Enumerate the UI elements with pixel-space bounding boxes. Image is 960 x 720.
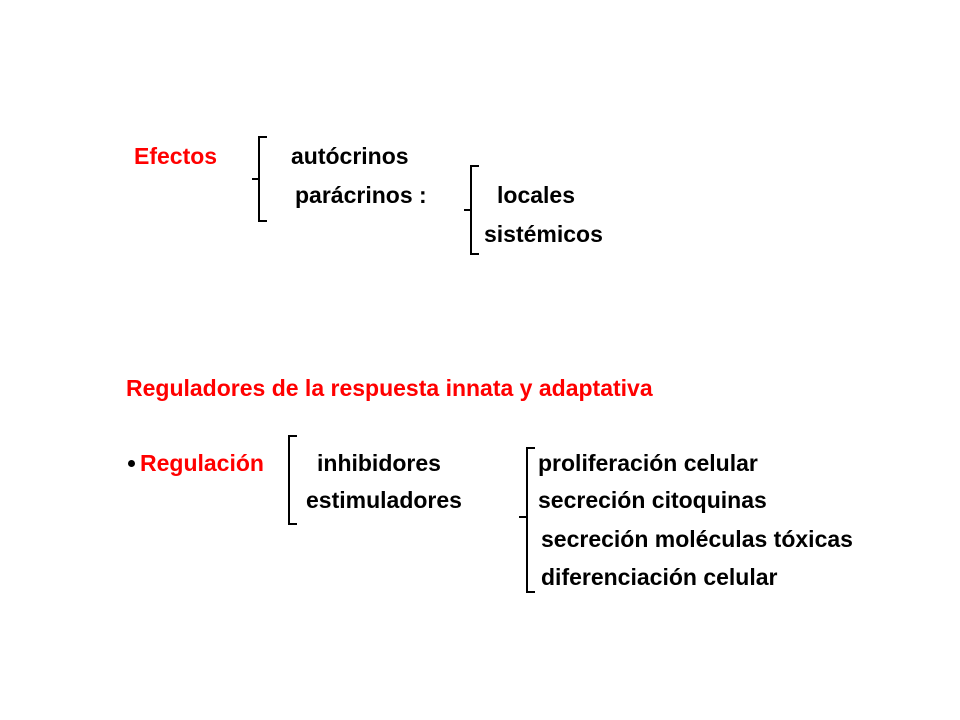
target-diferenciacion: diferenciación celular <box>541 564 778 590</box>
paracrinos-bracket <box>470 165 479 255</box>
targets-bracket <box>526 447 535 593</box>
reguladores-title: Reguladores de la respuesta innata y ada… <box>126 375 653 401</box>
efectos-bracket <box>258 136 267 222</box>
efectos-item-paracrinos: parácrinos : <box>295 182 427 208</box>
regulacion-bracket <box>288 435 297 525</box>
target-secrecion-citoquinas: secreción citoquinas <box>538 487 767 513</box>
targets-bracket-notch <box>519 516 527 518</box>
paracrinos-sub-sistemicos: sistémicos <box>484 221 603 247</box>
regulacion-type-estimuladores: estimuladores <box>306 487 462 513</box>
regulacion-label: Regulación <box>140 450 264 476</box>
efectos-label: Efectos <box>134 143 218 169</box>
efectos-item-autocrinos: autócrinos <box>291 143 409 169</box>
efectos-bracket-notch <box>252 178 259 180</box>
target-proliferacion: proliferación celular <box>538 450 758 476</box>
regulacion-type-inhibidores: inhibidores <box>317 450 441 476</box>
paracrinos-sub-locales: locales <box>497 182 575 208</box>
paracrinos-bracket-notch <box>464 209 471 211</box>
target-secrecion-moleculas: secreción moléculas tóxicas <box>541 526 853 552</box>
bullet-icon <box>128 460 135 467</box>
